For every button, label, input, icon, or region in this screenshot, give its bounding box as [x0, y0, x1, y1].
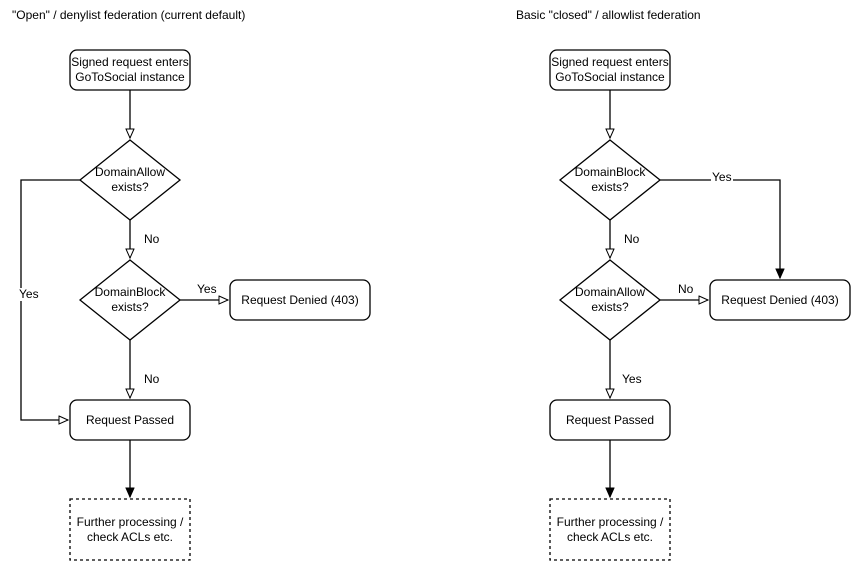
right-entry-label: Signed request enters GoToSocial instanc…	[551, 55, 669, 84]
right-allow-yes-label: Yes	[621, 372, 643, 386]
left-domainblock-diamond	[78, 259, 182, 341]
right-further-label: Further processing / check ACLs etc.	[556, 514, 664, 544]
right-chart-title: Basic "closed" / allowlist federation	[516, 8, 701, 22]
right-domainblock-diamond	[558, 139, 662, 221]
right-block-yes-label: Yes	[711, 170, 733, 184]
left-passed-box	[69, 399, 191, 441]
left-denied-label: Request Denied (403)	[241, 292, 359, 307]
left-domainallow-diamond	[78, 139, 182, 221]
left-domainblock-label: DomainBlock exists?	[94, 285, 166, 314]
right-allow-no-label: No	[677, 282, 695, 296]
left-allow-no-label: No	[143, 232, 161, 246]
left-block-yes-label: Yes	[196, 282, 218, 296]
left-entry-label: Signed request enters GoToSocial instanc…	[71, 55, 189, 84]
right-block-no-label: No	[623, 232, 641, 246]
right-passed-label: Request Passed	[565, 412, 655, 427]
right-domainallow-diamond	[558, 259, 662, 341]
right-denied-label: Request Denied (403)	[721, 292, 839, 307]
right-domainallow-label: DomainAllow exists?	[574, 285, 646, 314]
left-flowchart	[20, 49, 371, 561]
left-domainallow-label: DomainAllow exists?	[94, 165, 166, 194]
right-further-box	[549, 498, 671, 561]
left-block-no-label: No	[143, 372, 161, 386]
right-domainblock-label: DomainBlock exists?	[574, 165, 646, 194]
left-passed-label: Request Passed	[85, 412, 175, 427]
left-entry-box	[69, 49, 191, 91]
left-allow-yes-label: Yes	[18, 287, 40, 301]
left-further-label: Further processing / check ACLs etc.	[76, 514, 184, 544]
right-flowchart	[549, 49, 851, 561]
left-denied-box	[229, 279, 371, 321]
right-passed-box	[549, 399, 671, 441]
right-entry-box	[549, 49, 671, 91]
right-denied-box	[709, 279, 851, 321]
right-edge-domainblock-yes	[660, 179, 780, 278]
left-further-box	[69, 498, 191, 561]
left-chart-title: "Open" / denylist federation (current de…	[12, 8, 246, 22]
